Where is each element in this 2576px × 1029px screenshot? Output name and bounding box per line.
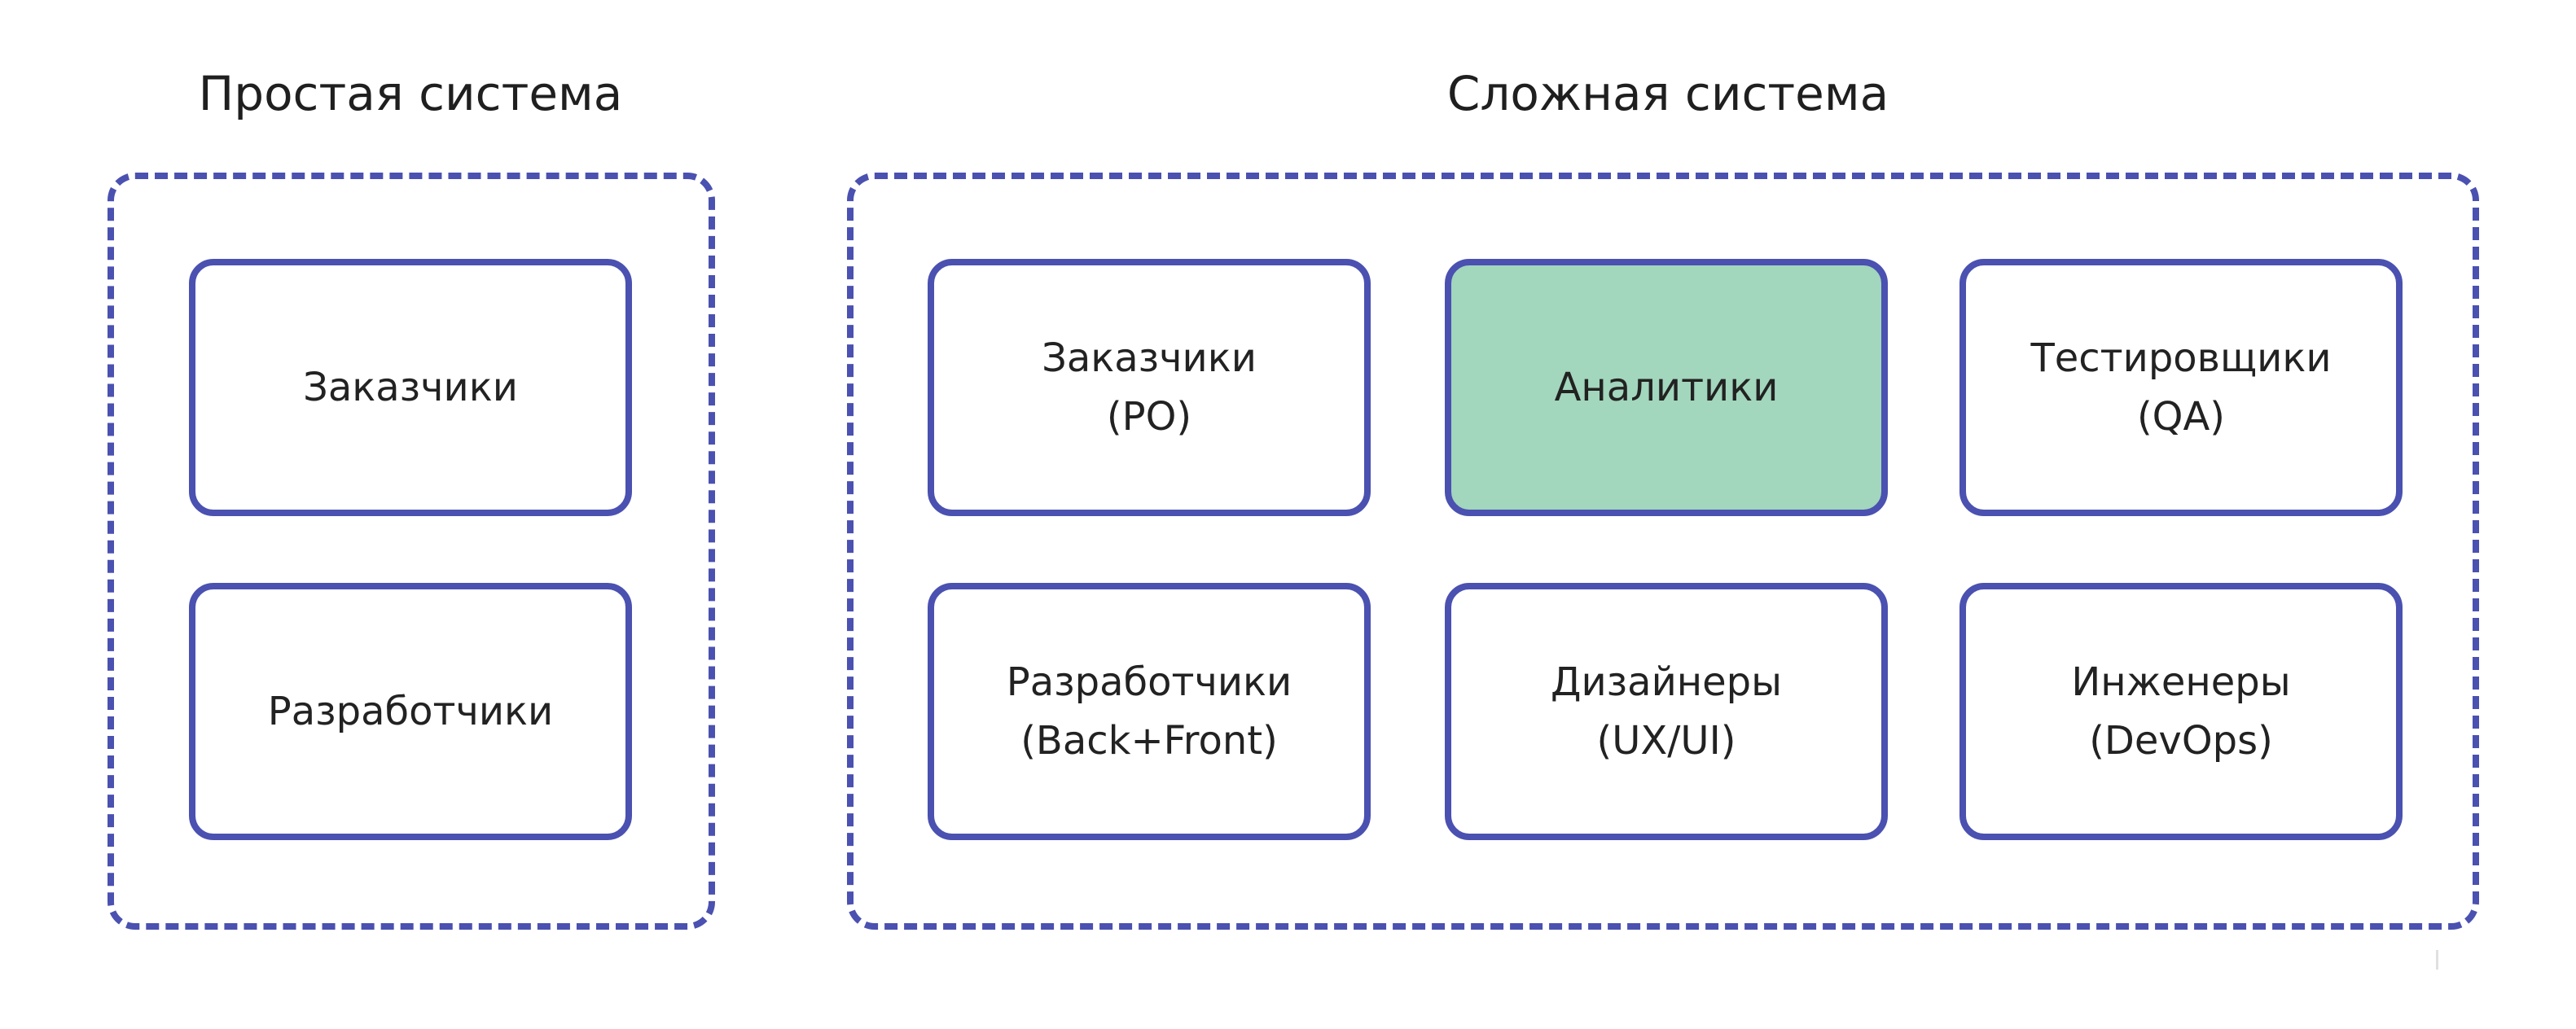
simple-system-title: Простая система: [198, 66, 623, 121]
simple-node-developers-label: Разработчики: [267, 689, 554, 734]
complex-system-title: Сложная система: [1446, 66, 1889, 121]
complex-node-analysts-label: Аналитики: [1554, 365, 1779, 410]
complex-node-analysts: Аналитики: [1445, 259, 1888, 516]
complex-node-testers-qa-line2: (QA): [2136, 394, 2226, 440]
complex-node-designers-uxui: Дизайнеры (UX/UI): [1445, 583, 1888, 840]
complex-node-designers-uxui-line1: Дизайнеры: [1550, 659, 1783, 705]
simple-node-developers: Разработчики: [189, 583, 632, 840]
simple-system-frame: [108, 173, 715, 930]
complex-node-customers-po-line2: (PO): [1106, 394, 1192, 440]
complex-node-developers-backfront-line2: (Back+Front): [1020, 718, 1278, 764]
complex-node-customers-po: Заказчики (PO): [928, 259, 1371, 516]
complex-node-engineers-devops: Инженеры (DevOps): [1959, 583, 2403, 840]
simple-node-customers: Заказчики: [189, 259, 632, 516]
complex-node-engineers-devops-line2: (DevOps): [2089, 718, 2273, 764]
complex-node-developers-backfront: Разработчики (Back+Front): [928, 583, 1371, 840]
complex-node-designers-uxui-line2: (UX/UI): [1596, 718, 1736, 764]
complex-node-developers-backfront-line1: Разработчики: [1006, 659, 1292, 705]
complex-node-testers-qa: Тестировщики (QA): [1959, 259, 2403, 516]
complex-system-frame: [847, 173, 2479, 930]
complex-node-testers-qa-line1: Тестировщики: [2030, 335, 2332, 381]
resize-tick-mark: [2436, 950, 2438, 970]
complex-node-engineers-devops-line1: Инженеры: [2071, 659, 2291, 705]
complex-node-customers-po-line1: Заказчики: [1042, 335, 1257, 381]
simple-node-customers-label: Заказчики: [303, 365, 518, 410]
